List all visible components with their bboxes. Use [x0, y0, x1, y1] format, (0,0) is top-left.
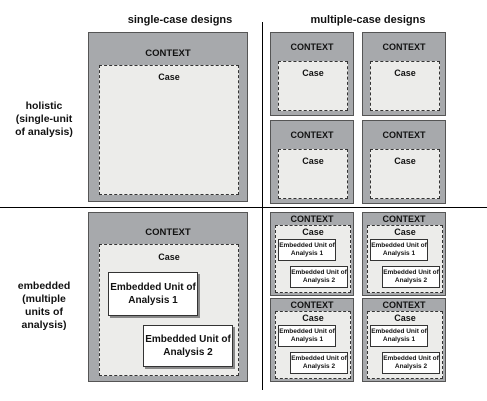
- case-box: Case: [99, 65, 239, 195]
- embedded-unit-2: Embedded Unit of Analysis 2: [382, 266, 440, 288]
- context-box: CONTEXT Case Embedded Unit of Analysis 1…: [270, 212, 354, 296]
- case-label: Case: [394, 313, 416, 323]
- embedded-unit-2: Embedded Unit of Analysis 2: [290, 266, 348, 288]
- context-box: CONTEXT Case Embedded Unit of Analysis 1…: [362, 298, 446, 382]
- embedded-row-label: embedded (multiple units of analysis): [2, 280, 86, 332]
- context-label: CONTEXT: [382, 42, 426, 52]
- holistic-row-label-line: of analysis): [15, 126, 73, 138]
- context-box: CONTEXT Case Embedded Unit of Analysis 1…: [88, 212, 248, 382]
- embedded-unit-1: Embedded Unit of Analysis 1: [370, 239, 428, 261]
- context-label: CONTEXT: [290, 130, 334, 140]
- case-label: Case: [158, 252, 180, 262]
- context-box: CONTEXT Case: [88, 32, 248, 202]
- embedded-row-label-line: units of: [25, 306, 63, 318]
- embedded-unit-2: Embedded Unit of Analysis 2: [143, 325, 233, 367]
- context-box: CONTEXT Case Embedded Unit of Analysis 1…: [270, 298, 354, 382]
- case-box: Case Embedded Unit of Analysis 1 Embedde…: [367, 225, 443, 293]
- holistic-row-label-line: holistic: [25, 100, 63, 112]
- case-box: Case: [370, 149, 440, 199]
- context-label: CONTEXT: [290, 300, 334, 310]
- embedded-unit-1: Embedded Unit of Analysis 1: [278, 325, 336, 347]
- context-box: CONTEXT Case: [270, 120, 354, 204]
- case-label: Case: [302, 227, 324, 237]
- context-label: CONTEXT: [145, 227, 191, 238]
- context-label: CONTEXT: [145, 48, 191, 59]
- context-box: CONTEXT Case: [270, 32, 354, 116]
- context-box: CONTEXT Case Embedded Unit of Analysis 1…: [362, 212, 446, 296]
- embedded-row-label-line: (multiple: [22, 293, 66, 305]
- embedded-unit-1: Embedded Unit of Analysis 1: [278, 239, 336, 261]
- single-case-header: single-case designs: [127, 14, 233, 26]
- embedded-unit-2: Embedded Unit of Analysis 2: [382, 352, 440, 374]
- embedded-row-label-line: analysis): [21, 319, 67, 331]
- context-box: CONTEXT Case: [362, 120, 446, 204]
- context-label: CONTEXT: [290, 42, 334, 52]
- context-label: CONTEXT: [382, 214, 426, 224]
- case-box: Case: [370, 61, 440, 111]
- case-box: Case Embedded Unit of Analysis 1 Embedde…: [275, 225, 351, 293]
- case-box: Case: [278, 149, 348, 199]
- context-label: CONTEXT: [290, 214, 334, 224]
- case-box: Case Embedded Unit of Analysis 1 Embedde…: [367, 311, 443, 379]
- embedded-unit-2: Embedded Unit of Analysis 2: [290, 352, 348, 374]
- horizontal-divider: [0, 207, 487, 208]
- context-box: CONTEXT Case: [362, 32, 446, 116]
- holistic-row-label-line: (single-unit: [15, 113, 73, 125]
- embedded-unit-1: Embedded Unit of Analysis 1: [108, 272, 198, 316]
- case-label: Case: [158, 72, 180, 82]
- case-box: Case Embedded Unit of Analysis 1 Embedde…: [275, 311, 351, 379]
- case-box: Case: [278, 61, 348, 111]
- case-label: Case: [302, 156, 324, 166]
- context-label: CONTEXT: [382, 130, 426, 140]
- embedded-unit-1: Embedded Unit of Analysis 1: [370, 325, 428, 347]
- case-label: Case: [394, 227, 416, 237]
- multiple-case-header: multiple-case designs: [310, 14, 426, 26]
- embedded-row-label-line: embedded: [17, 280, 71, 292]
- vertical-divider: [262, 22, 263, 390]
- context-label: CONTEXT: [382, 300, 426, 310]
- case-label: Case: [302, 68, 324, 78]
- case-label: Case: [302, 313, 324, 323]
- case-label: Case: [394, 156, 416, 166]
- holistic-row-label: holistic (single-unit of analysis): [2, 100, 86, 139]
- case-box: Case Embedded Unit of Analysis 1 Embedde…: [99, 244, 239, 376]
- case-label: Case: [394, 68, 416, 78]
